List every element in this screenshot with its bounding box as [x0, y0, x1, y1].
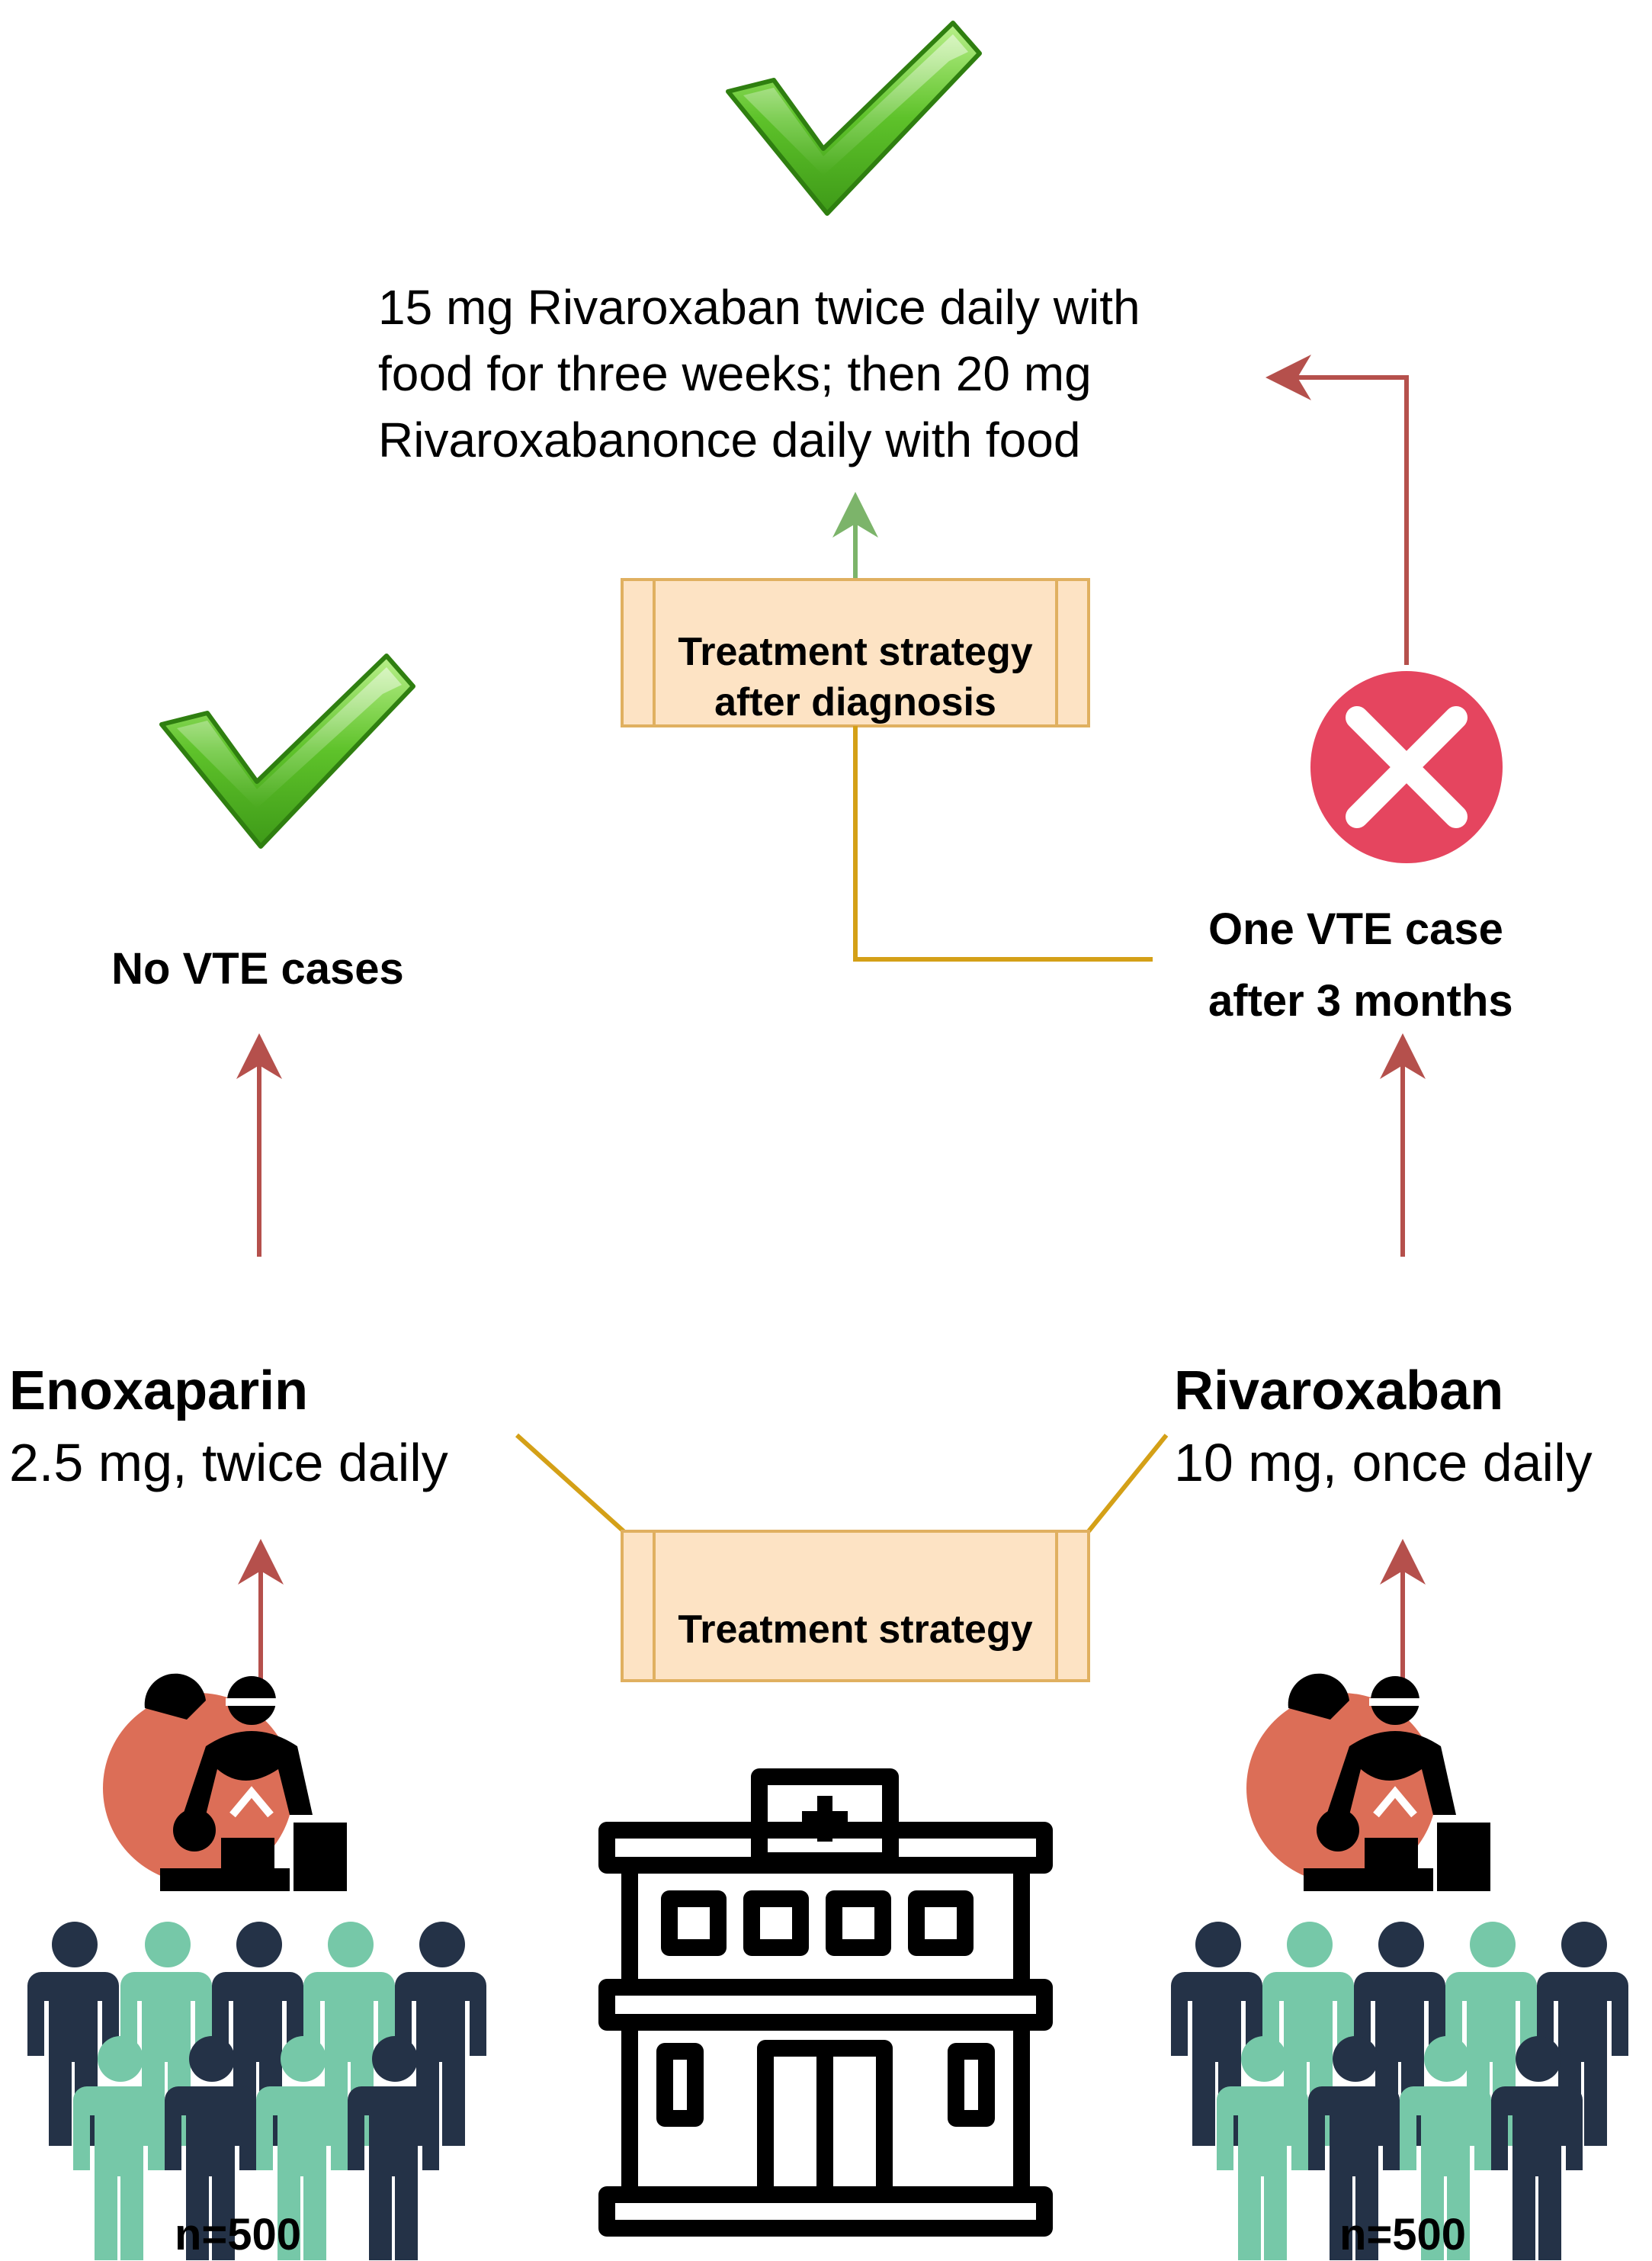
doctor-patient-icon	[1246, 1674, 1490, 1891]
connector-left	[515, 1433, 626, 1534]
regimen-line-3: Rivaroxabanonce daily with food	[378, 413, 1080, 467]
box-treatment-label: Treatment strategy	[678, 1607, 1032, 1652]
connector-after-diagnosis	[853, 726, 1153, 962]
left-drug-dose: 2.5 mg, twice daily	[9, 1433, 448, 1492]
box-treatment-after-diagnosis: Treatment strategy after diagnosis	[621, 578, 1090, 727]
regimen-line-1: 15 mg Rivaroxaban twice daily with	[378, 280, 1140, 335]
box-treatment-strategy: Treatment strategy	[621, 1530, 1090, 1682]
doctor-patient-icon	[103, 1674, 347, 1891]
box-after-diagnosis-line-1: Treatment strategy	[678, 630, 1032, 674]
right-n: n=500	[1339, 2210, 1466, 2259]
box-after-diagnosis-line-2: after diagnosis	[714, 680, 996, 724]
right-outcome-line-2: after 3 months	[1208, 976, 1513, 1026]
right-drug-name: Rivaroxaban	[1174, 1360, 1503, 1421]
left-drug-name: Enoxaparin	[9, 1360, 308, 1421]
left-outcome: No VTE cases	[111, 944, 404, 994]
right-outcome-line-1: One VTE case	[1208, 904, 1503, 954]
x-circle-icon	[1310, 671, 1503, 863]
checkmark-icon	[159, 654, 415, 849]
hospital-icon	[598, 1768, 1053, 2237]
arrow-failure-to-regimen	[1265, 355, 1409, 665]
checkmark-icon	[726, 21, 982, 216]
right-drug-dose: 10 mg, once daily	[1174, 1433, 1593, 1492]
left-n: n=500	[175, 2210, 301, 2259]
regimen-line-2: food for three weeks; then 20 mg	[378, 346, 1092, 401]
connector-right	[1086, 1434, 1169, 1533]
